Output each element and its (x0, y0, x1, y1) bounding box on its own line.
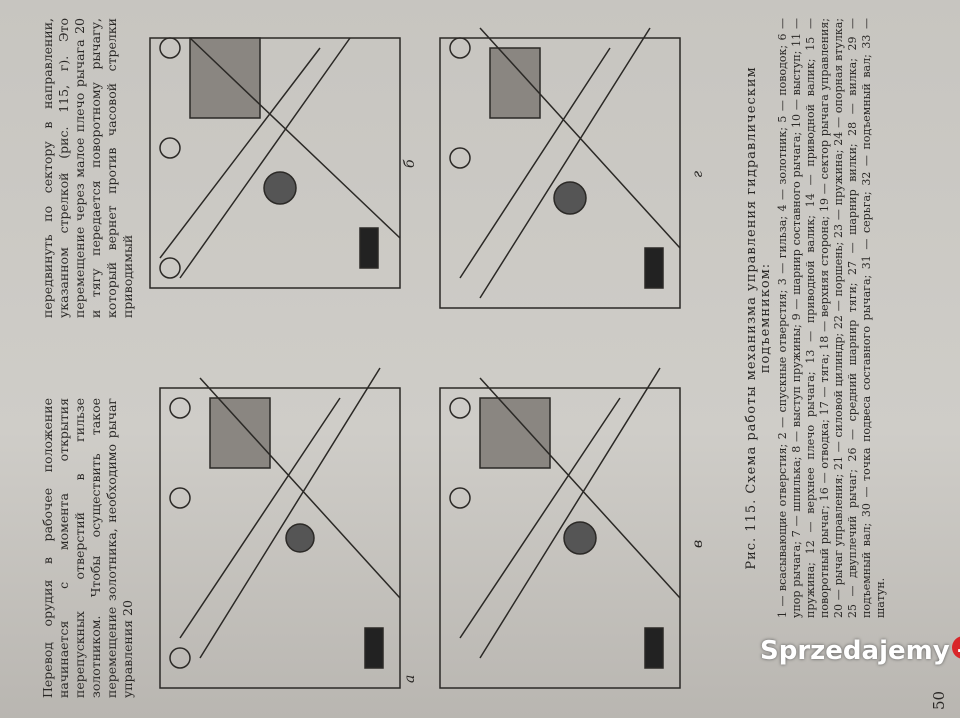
diagram-panel-b: б (130, 18, 420, 298)
diagram-panel-a: а (140, 338, 420, 698)
caption-title: Рис. 115. Схема работы механизма управле… (744, 66, 773, 570)
watermark-text: Sprzedajemy (760, 636, 950, 666)
body-text-left: Перевод орудия в рабочее положение начин… (40, 398, 135, 698)
panel-label-b: б (402, 159, 418, 168)
panel-label-g: г (690, 170, 706, 178)
watermark-suffix: .pl (951, 636, 960, 659)
page-number: 50 (930, 690, 948, 710)
diagram-panel-v: в (420, 338, 710, 698)
body-text-right: передвинуть по сектору в направлении, ук… (40, 18, 135, 318)
diagram-panel-g: г (420, 18, 710, 318)
figure-caption: Рис. 115. Схема работы механизма управле… (744, 18, 888, 618)
caption-legend: 1 — всасывающие отверстия; 2 — спускные … (776, 18, 887, 618)
watermark-logo: Sprzedajemy.pl (760, 636, 960, 666)
panel-label-a: а (402, 674, 418, 683)
panel-label-v: в (690, 539, 706, 548)
